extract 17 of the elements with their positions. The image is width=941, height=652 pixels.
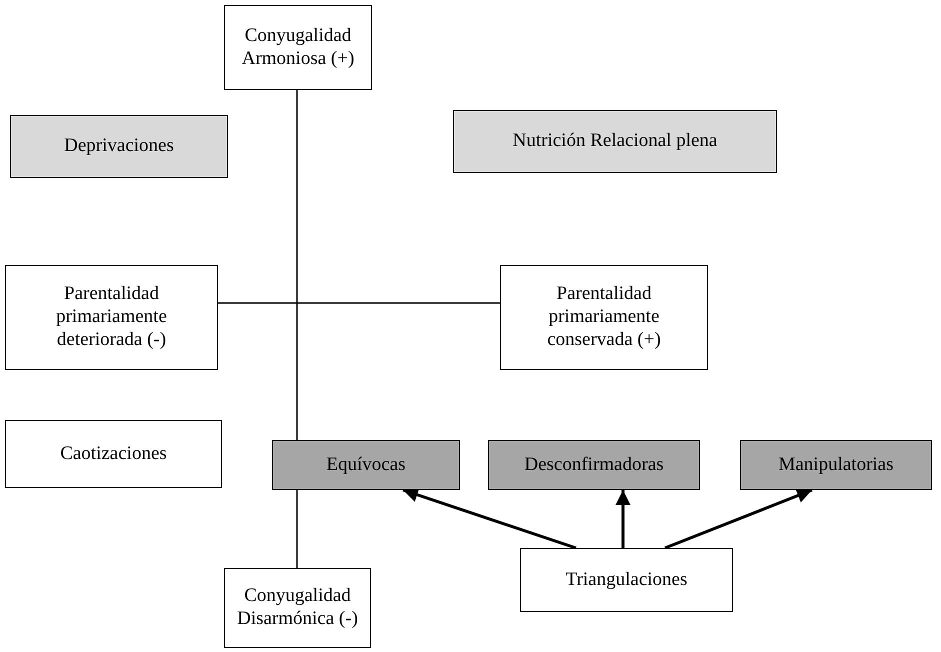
text-box: Parentalidad primariamente conservada (+) [500, 265, 708, 370]
text-box: Conyugalidad Disarmónica (-) [224, 568, 371, 648]
connector-line [296, 490, 298, 568]
text-box: Caotizaciones [5, 420, 222, 488]
text-box: Triangulaciones [520, 548, 733, 612]
text-box: Conyugalidad Armoniosa (+) [224, 5, 372, 90]
arrow [664, 488, 813, 550]
connector-line [296, 90, 298, 440]
text-box: Manipulatorias [740, 440, 932, 490]
text-box: Parentalidad primariamente deteriorada (-) [5, 265, 218, 370]
text-box: Deprivaciones [10, 115, 228, 178]
text-box: Equívocas [272, 440, 460, 490]
text-box: Nutrición Relacional plena [453, 110, 777, 173]
arrow [616, 490, 630, 548]
text-box: Desconfirmadoras [488, 440, 700, 490]
arrow [402, 488, 576, 550]
connector-line [218, 302, 500, 304]
